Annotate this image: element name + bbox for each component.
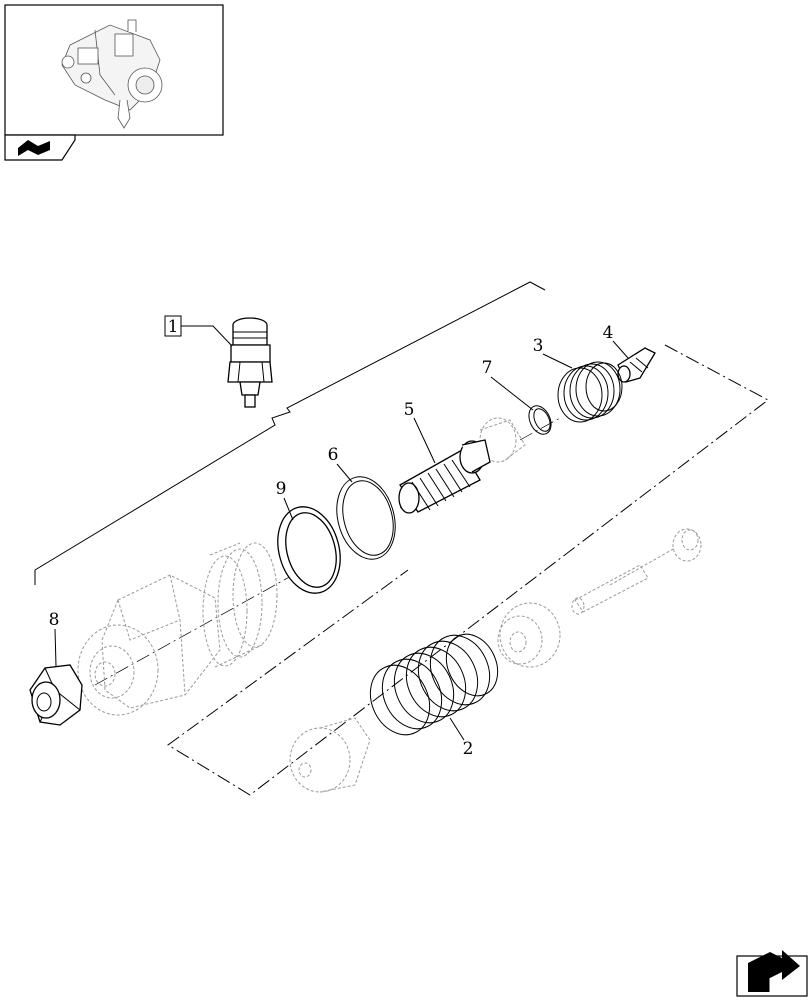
- part-7-label[interactable]: 7: [482, 358, 493, 378]
- page-back-button[interactable]: [4, 134, 76, 161]
- pump-thumbnail-icon: [61, 19, 163, 129]
- subassembly-boundary: [167, 344, 769, 796]
- part-2-large-spring[interactable]: [359, 626, 507, 745]
- page-next-button[interactable]: [736, 940, 808, 997]
- part-9-washer[interactable]: [269, 500, 350, 601]
- valve-housing-ghost: [77, 542, 278, 716]
- part-7-o-ring[interactable]: [525, 402, 556, 438]
- part-5-threaded-screw[interactable]: [398, 439, 491, 514]
- part-2-leader: [449, 717, 465, 741]
- thumbnail-panel[interactable]: [4, 4, 224, 136]
- group-boundary-line: [34, 281, 546, 585]
- part-8-flange-nut[interactable]: [29, 664, 83, 726]
- part-1-leader: [181, 325, 233, 347]
- part-9-label[interactable]: 9: [276, 479, 287, 499]
- part-9-leader: [283, 497, 294, 521]
- part-3-leader: [542, 353, 573, 369]
- page-next-icon: [748, 950, 800, 992]
- part-8-leader: [54, 628, 57, 667]
- part-1-label[interactable]: 1: [168, 317, 179, 337]
- part-4-leader: [612, 340, 629, 359]
- part-7-leader: [490, 376, 534, 411]
- part-1-sensor[interactable]: [227, 317, 273, 408]
- part-6-label[interactable]: 6: [328, 445, 339, 465]
- page-back-icon: [18, 140, 50, 156]
- part-4-label[interactable]: 4: [603, 323, 614, 343]
- part-2-label[interactable]: 2: [463, 739, 474, 759]
- part-5-leader: [413, 417, 436, 464]
- part-8-label[interactable]: 8: [49, 610, 60, 630]
- part-3-label[interactable]: 3: [533, 336, 544, 356]
- part-5-label[interactable]: 5: [404, 400, 415, 420]
- valve-stem-ghost: [289, 417, 702, 793]
- part-3-spring[interactable]: [557, 361, 623, 423]
- part-4-cone-pin[interactable]: [617, 347, 656, 383]
- part-6-leader: [336, 463, 353, 483]
- part-6-large-o-ring[interactable]: [328, 470, 404, 566]
